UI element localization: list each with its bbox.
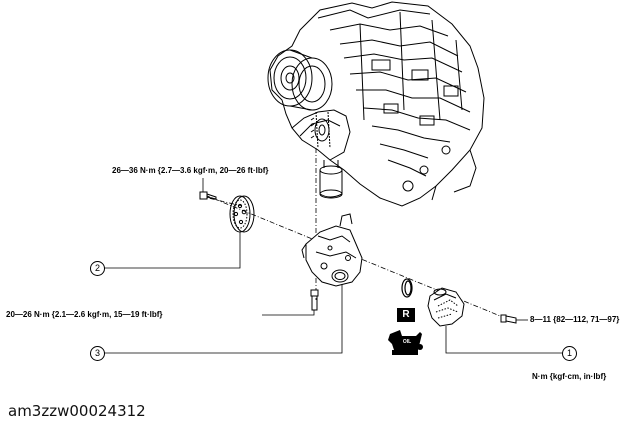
oil-filter-illustration: [319, 160, 343, 199]
oil-pump-sprocket: [229, 195, 255, 233]
callout-1: 1: [562, 346, 577, 361]
engine-block-illustration: [269, 1, 485, 207]
drive-sprocket-on-engine: [310, 111, 331, 149]
units-legend: N·m {kgf·cm, in·lbf}: [532, 372, 607, 381]
torque-label-sprocket-bolt: 26—36 N·m {2.7—3.6 kgf·m, 20—26 ft·lbf}: [112, 166, 269, 175]
torque-label-pump-bolt: 20—26 N·m {2.1—2.6 kgf·m, 15—19 ft·lbf}: [6, 310, 163, 319]
o-ring: [401, 278, 413, 298]
figure-id-caption: am3zzw00024312: [8, 402, 146, 420]
sprocket-bolt: [199, 191, 217, 200]
strainer-bolt: [500, 314, 517, 324]
replace-symbol-label: R: [402, 309, 410, 320]
oil-pump-body: [301, 213, 363, 287]
oil-strainer: [427, 287, 465, 327]
replace-symbol-icon: [397, 308, 415, 322]
callout-3: 3: [90, 346, 105, 361]
pump-bolt: [310, 289, 319, 311]
torque-label-strainer-bolt: 8—11 {82—112, 71—97}: [530, 315, 620, 324]
oil-symbol-label: OIL: [402, 339, 412, 345]
oil-can-icon: [388, 330, 423, 355]
callout-2: 2: [90, 261, 105, 276]
crank-pulley-illustration: [267, 49, 333, 111]
leader-lines: [104, 178, 562, 354]
